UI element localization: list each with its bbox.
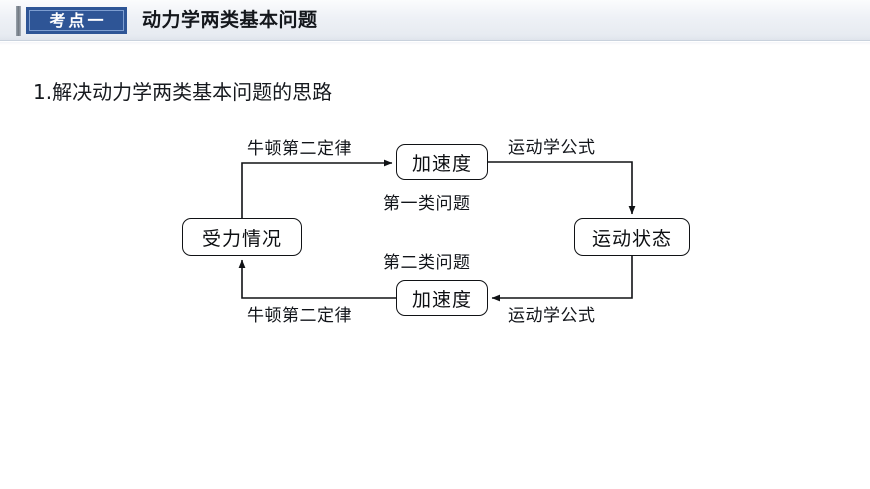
edge-forces-to-accel1 bbox=[241, 159, 393, 218]
edge-label-problem-type-two: 第二类问题 bbox=[383, 253, 471, 273]
header-band bbox=[0, 0, 870, 41]
header-underline bbox=[0, 42, 870, 45]
edge-label-newton-bottom: 牛顿第二定律 bbox=[247, 306, 352, 326]
node-forces: 受力情况 bbox=[182, 218, 302, 256]
header-accent-bar bbox=[16, 6, 21, 36]
edge-motion-to-accel2 bbox=[491, 256, 633, 302]
edge-label-kinematics-bottom: 运动学公式 bbox=[508, 306, 596, 326]
exam-point-badge: 考点一 bbox=[26, 7, 127, 34]
edge-label-kinematics-top: 运动学公式 bbox=[508, 138, 596, 158]
node-acceleration-top: 加速度 bbox=[396, 144, 488, 180]
edge-accel1-to-motion bbox=[488, 161, 636, 215]
badge-label: 考点一 bbox=[49, 10, 107, 30]
section-heading: 1.解决动力学两类基本问题的思路 bbox=[33, 80, 333, 104]
node-acceleration-bottom: 加速度 bbox=[396, 280, 488, 316]
edge-accel2-to-forces bbox=[238, 259, 396, 299]
edge-label-newton-top: 牛顿第二定律 bbox=[247, 139, 352, 159]
edge-label-problem-type-one: 第一类问题 bbox=[383, 194, 471, 214]
page-title: 动力学两类基本问题 bbox=[142, 9, 318, 31]
node-motion-state: 运动状态 bbox=[574, 218, 690, 256]
